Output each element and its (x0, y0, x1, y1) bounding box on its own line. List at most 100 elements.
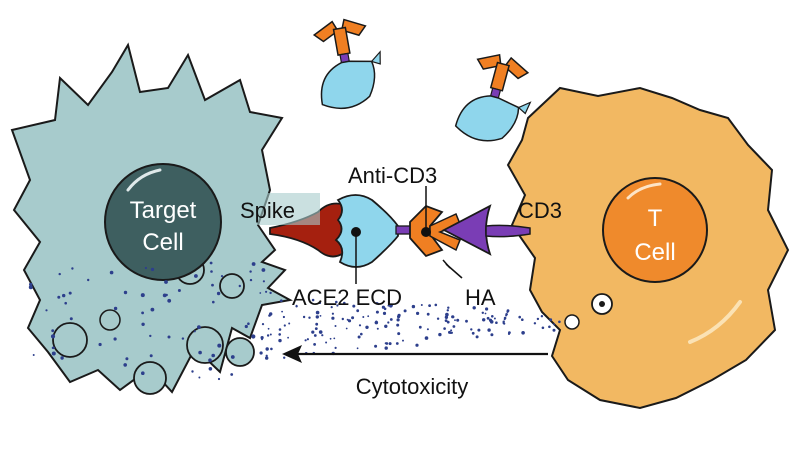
granule-dot (318, 301, 322, 305)
granule-dot (57, 295, 61, 299)
granule-dot (334, 346, 337, 349)
granule-dot (428, 304, 431, 307)
t-cell: T Cell (506, 86, 790, 410)
granule-dot (230, 355, 235, 359)
granule-dot (164, 280, 168, 284)
granule-dot (52, 346, 55, 350)
granule-dot (249, 278, 253, 282)
granule-dot (503, 318, 506, 321)
granule-dot (493, 317, 496, 320)
granule-dot (331, 316, 335, 320)
granule-dot (434, 303, 438, 307)
granule-dot (402, 339, 404, 342)
granule-dot (265, 354, 268, 357)
anti-cd3-label: Anti-CD3 (348, 163, 437, 188)
granule-dot (444, 315, 449, 319)
nucleus-highlight (126, 168, 162, 192)
granule-dot (259, 351, 263, 355)
granule-dot (288, 322, 291, 325)
granule-dot (269, 333, 272, 336)
granule-dot (265, 356, 269, 360)
granule-dot (230, 373, 234, 376)
granule-dot (244, 324, 248, 329)
granule-dot (261, 338, 263, 341)
cd3-label: CD3 (518, 198, 562, 223)
target-cell-label-line2: Cell (142, 229, 183, 256)
granule-dot (60, 356, 64, 360)
granule-dot (426, 328, 429, 331)
granule-dot (471, 331, 475, 335)
granule-dot (141, 371, 145, 376)
granule-dot (487, 328, 491, 332)
granule-dot (140, 293, 145, 298)
granule-dot (341, 317, 344, 321)
granule-dot (181, 337, 185, 340)
free-molecule-1 (312, 18, 381, 110)
granule-dot (447, 306, 450, 309)
granule-dot (306, 338, 309, 341)
spike-label: Spike (240, 198, 295, 223)
granule-dot (216, 291, 221, 296)
granule-dot (262, 280, 265, 283)
granule-dot (64, 301, 67, 305)
granule-dot (319, 315, 322, 317)
granule-dot (247, 322, 250, 326)
granule-dot (113, 306, 118, 311)
granule-dot (351, 316, 355, 320)
granule-dot (357, 335, 361, 339)
granule-dot (389, 303, 393, 308)
granule-dot (330, 306, 333, 309)
granule-dot (211, 353, 215, 358)
cytotoxic-granules (28, 261, 561, 381)
granule-dot (395, 342, 399, 345)
granule-dot (308, 316, 311, 319)
granule-dot (443, 327, 446, 330)
granule-dot (518, 315, 521, 319)
granule-dot (210, 270, 213, 273)
granule-dot (536, 317, 540, 321)
granule-dot (452, 315, 455, 319)
granule-dot (331, 312, 334, 315)
granule-dot (315, 315, 319, 319)
granule-dot (403, 309, 407, 313)
granule-dot (383, 307, 387, 311)
granule-dot (450, 329, 453, 332)
granule-dot (382, 311, 387, 315)
granule-dot (454, 319, 456, 322)
granule-dot (212, 300, 215, 304)
granule-dot (141, 311, 145, 315)
granule-dot (266, 334, 270, 337)
target-cell-label-line1: Target (130, 197, 197, 224)
granule-dot (488, 318, 493, 322)
granule-dot (444, 319, 448, 322)
granule-dot (28, 285, 33, 290)
ha-tick (442, 259, 451, 269)
granule-dot (548, 325, 551, 329)
granule-dot (533, 322, 537, 325)
granule-dot (424, 336, 429, 340)
granule-dot (336, 304, 339, 307)
granule-dot (452, 325, 456, 328)
granule-dot (335, 300, 338, 304)
granule-dot (32, 354, 35, 356)
vesicle (133, 361, 167, 395)
granule-dot (356, 309, 360, 313)
granule-dot (384, 324, 388, 328)
granule-dot (149, 354, 153, 358)
granule-dot (389, 318, 393, 321)
granule-dot (87, 278, 90, 282)
granule-dot (283, 324, 286, 327)
granule-dot (217, 377, 221, 381)
granule-dot (98, 342, 102, 347)
granule-dot (191, 370, 194, 373)
granule-dot (71, 267, 74, 270)
granule-dot (311, 330, 315, 334)
granule-dot (265, 347, 269, 351)
granule-dot (362, 316, 365, 318)
granule-dot (456, 318, 460, 322)
target-cell: Target Cell (10, 42, 293, 395)
granule-dot (397, 315, 401, 319)
t-cell-label-line1: T (648, 205, 663, 232)
granule-dot (552, 328, 556, 332)
granule-dot (318, 330, 323, 334)
